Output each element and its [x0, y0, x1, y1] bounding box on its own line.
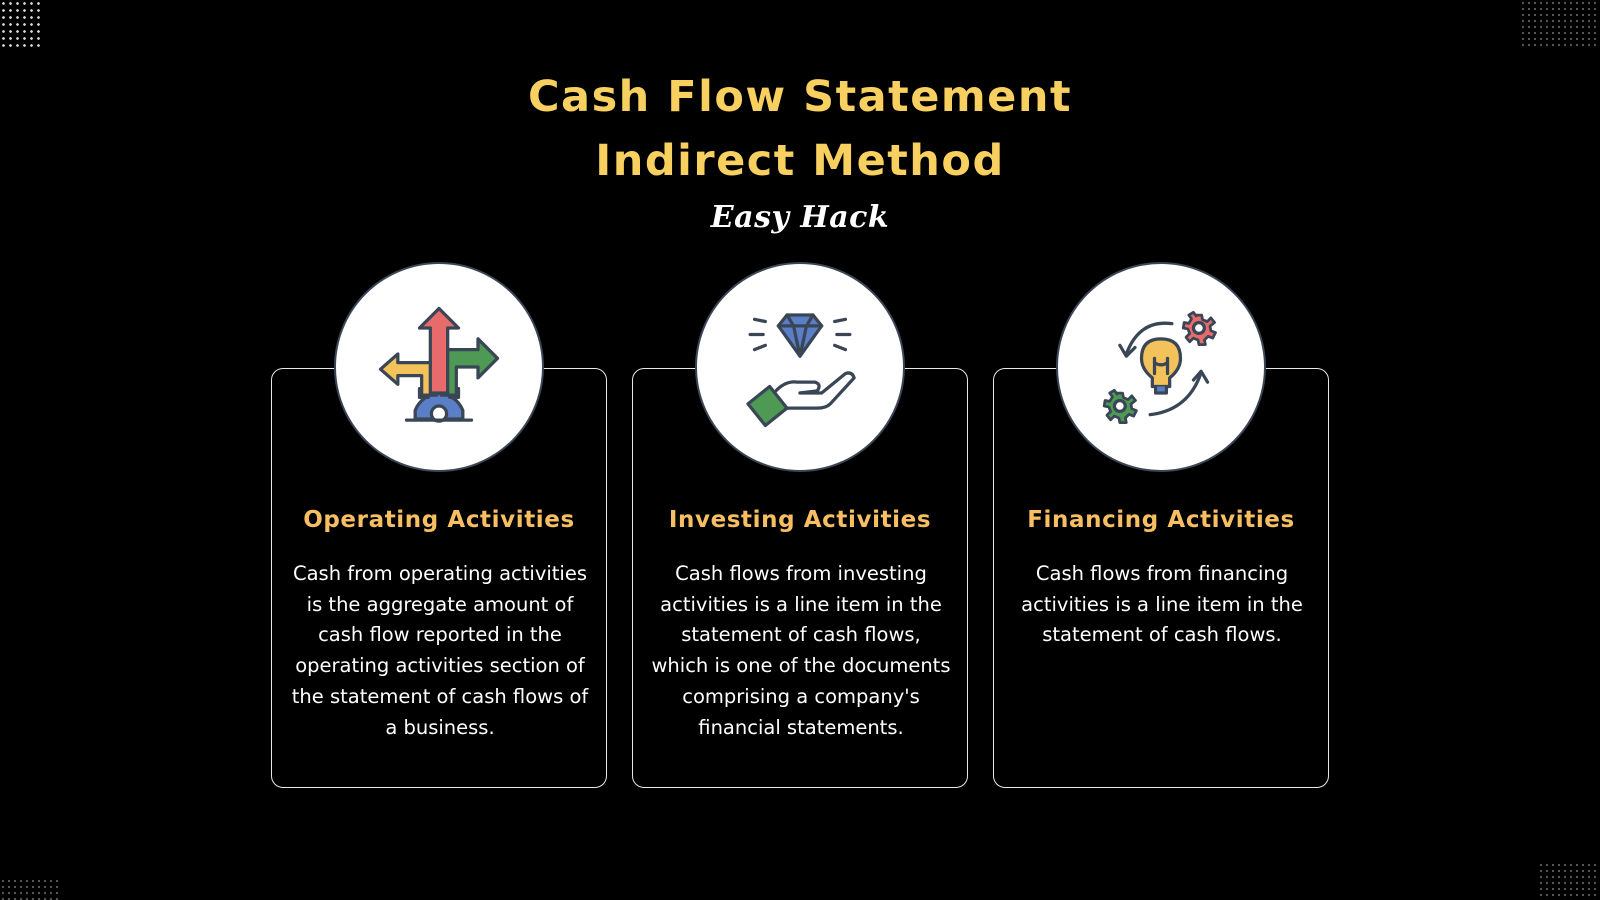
decorative-dot-grid-top-left: [0, 0, 44, 50]
decorative-dot-grid-top-right: [1520, 0, 1600, 50]
card-description: Cash flows from financing activities is …: [1021, 562, 1303, 647]
decorative-dot-grid-bottom-left: [0, 878, 62, 900]
icon-circle-investing: [695, 262, 905, 472]
page-subtitle: Easy Hack: [710, 200, 890, 235]
card-investing-activities: Investing Activities Cash flows from inv…: [632, 368, 968, 788]
card-title: Operating Activities: [303, 507, 575, 533]
card-description: Cash flows from investing activities is …: [651, 562, 951, 739]
card-description: Cash from operating activities is the ag…: [291, 562, 589, 739]
decorative-dot-grid-bottom-right: [1538, 862, 1600, 900]
hand-holding-diamond-icon: [746, 313, 856, 428]
page-title-line-2: Indirect Method: [595, 136, 1005, 186]
page-title-line-1: Cash Flow Statement: [528, 72, 1072, 122]
icon-circle-operating: [334, 262, 544, 472]
card-title: Investing Activities: [668, 507, 932, 533]
lightbulb-gears-cycle-icon: [1102, 310, 1217, 424]
directional-arrows-gear-icon: [378, 306, 500, 423]
card-title: Financing Activities: [1027, 507, 1295, 533]
icon-circle-financing: [1056, 262, 1266, 472]
